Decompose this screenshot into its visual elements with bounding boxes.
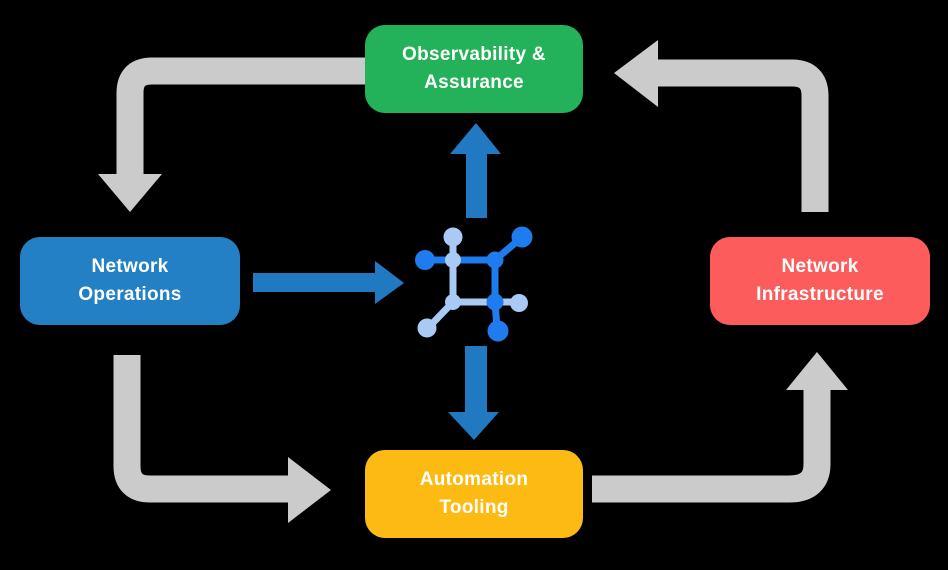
node-observability-assurance: Observability & Assurance bbox=[365, 25, 583, 113]
arrow-operations-to-automation bbox=[113, 355, 331, 523]
node-network-infrastructure: Network Infrastructure bbox=[710, 237, 930, 325]
node-label-line: Network bbox=[91, 256, 169, 278]
node-network-operations: Network Operations bbox=[20, 237, 240, 325]
arrow-operations-to-center bbox=[253, 261, 404, 304]
node-label-line: Assurance bbox=[424, 72, 524, 93]
network-fabric-icon bbox=[415, 226, 533, 342]
arrow-infrastructure-to-observability bbox=[614, 40, 829, 212]
node-label-line: Network bbox=[781, 256, 859, 278]
node-label-line: Observability & bbox=[402, 44, 546, 66]
arrow-automation-to-infrastructure bbox=[592, 352, 848, 503]
node-label-line: Infrastructure bbox=[756, 284, 884, 305]
node-label-line: Operations bbox=[78, 284, 182, 305]
arrow-center-to-observability bbox=[450, 123, 501, 218]
node-automation-tooling: Automation Tooling bbox=[365, 450, 583, 538]
arrow-center-to-automation bbox=[448, 346, 499, 440]
node-label-line: Automation bbox=[419, 469, 529, 491]
arrow-observability-to-operations bbox=[98, 57, 365, 212]
node-label-line: Tooling bbox=[439, 497, 509, 518]
